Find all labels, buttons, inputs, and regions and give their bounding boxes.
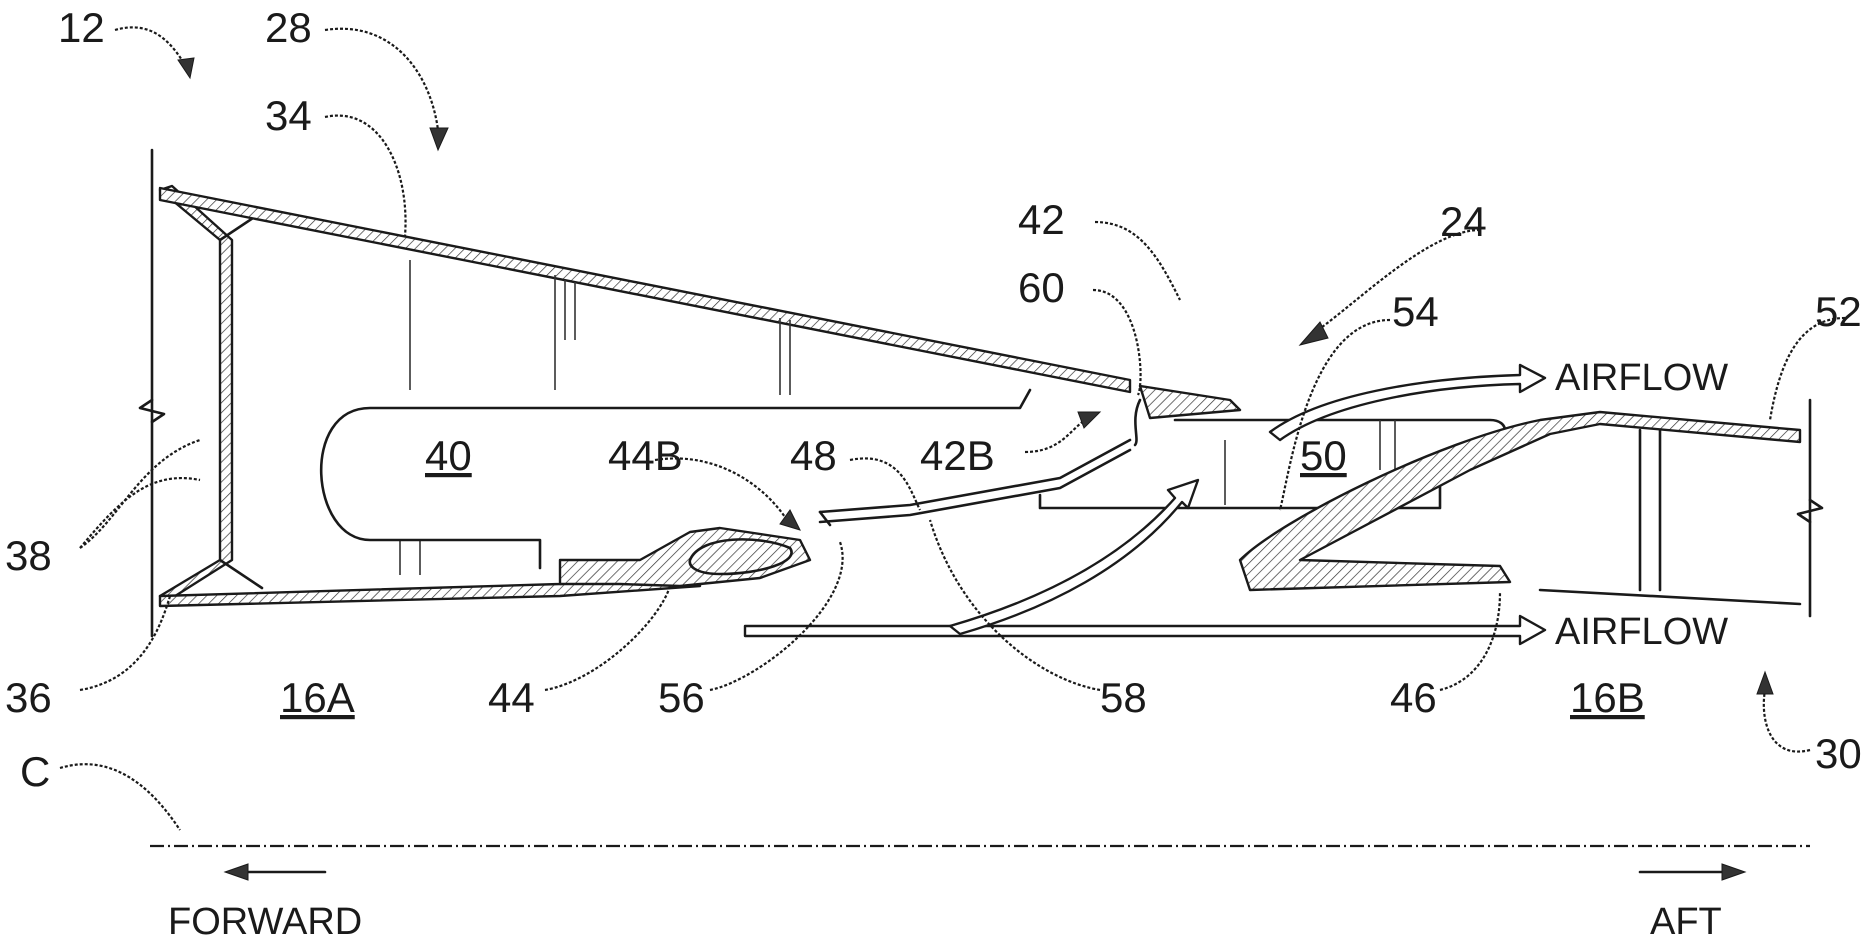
outer-wall-upper [160, 188, 1130, 392]
airflow-arrow-middle [950, 480, 1198, 634]
label-12: 12 [58, 4, 105, 51]
label-30: 30 [1815, 730, 1862, 777]
label-36: 36 [5, 674, 52, 721]
label-58: 58 [1100, 674, 1147, 721]
forward-label: FORWARD [168, 901, 362, 943]
label-54: 54 [1392, 288, 1439, 335]
hinge-42 [1135, 386, 1240, 445]
label-42: 42 [1018, 196, 1065, 243]
label-60: 60 [1018, 264, 1065, 311]
label-44B: 44B [608, 432, 683, 479]
label-34: 34 [265, 92, 312, 139]
label-16B: 16B [1570, 674, 1645, 721]
forward-arrow [225, 864, 325, 880]
label-28: 28 [265, 4, 312, 51]
aft-arrow [1640, 864, 1745, 880]
label-16A: 16A [280, 674, 355, 721]
label-52: 52 [1815, 288, 1862, 335]
label-46: 46 [1390, 674, 1437, 721]
forward-section-line [140, 150, 164, 636]
label-50: 50 [1300, 432, 1347, 479]
airflow-label-lower: AIRFLOW [1555, 611, 1728, 653]
airflow-arrow-lower [745, 616, 1545, 644]
label-44: 44 [488, 674, 535, 721]
label-56: 56 [658, 674, 705, 721]
label-38: 38 [5, 532, 52, 579]
label-40: 40 [425, 432, 472, 479]
seal-44 [560, 528, 810, 586]
label-24: 24 [1440, 198, 1487, 245]
forward-bulkhead [160, 186, 262, 598]
label-C: C [20, 748, 50, 795]
airflow-label-upper: AIRFLOW [1555, 357, 1728, 399]
aft-label: AFT [1650, 901, 1722, 943]
label-48: 48 [790, 432, 837, 479]
label-42B: 42B [920, 432, 995, 479]
